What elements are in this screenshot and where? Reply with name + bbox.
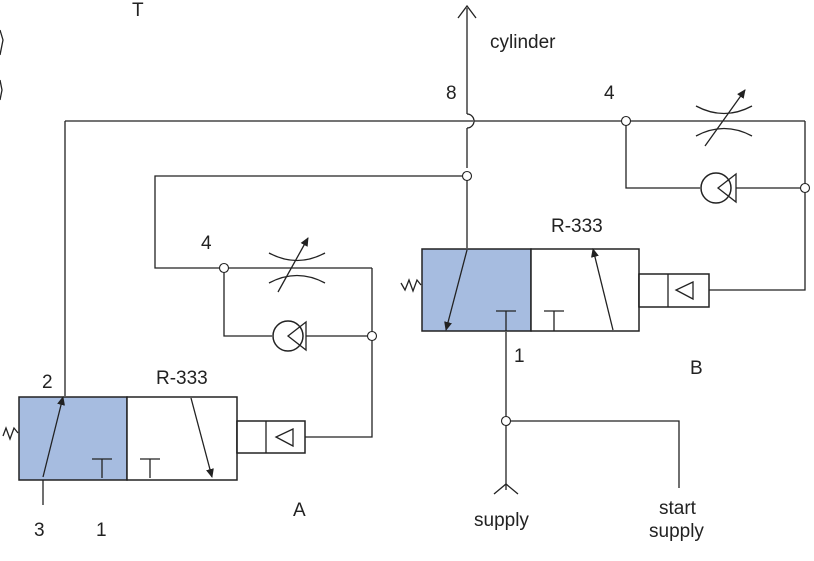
- valve-a-model-label: R-333: [156, 368, 208, 389]
- start-supply-label-line2: supply: [649, 521, 704, 542]
- valve-b: [400, 248, 710, 332]
- pipe-lines: [42, 4, 806, 505]
- valve-b-name-label: B: [690, 358, 703, 379]
- flow-control-left: [268, 237, 326, 352]
- supply-label: supply: [474, 510, 529, 531]
- valve-b-model-label: R-333: [551, 216, 603, 237]
- top-port-label: T: [132, 0, 144, 21]
- supply-symbol: [493, 483, 519, 495]
- valve-a-port-2-label: 2: [42, 372, 53, 393]
- start-supply-label-line1: start: [659, 498, 697, 519]
- cylinder-label: cylinder: [490, 32, 556, 53]
- valve-a: [2, 396, 306, 481]
- edge-marks: [0, 29, 4, 101]
- labels: T cylinder 8 4 R-333 4 1 B 2 R-333 A 3 1…: [34, 0, 704, 542]
- valve-b-flow-port-label: 4: [604, 83, 615, 104]
- junction-dots: [218, 115, 811, 427]
- valve-a-active-envelope: [18, 396, 128, 481]
- valve-a-port-1-label: 1: [96, 520, 107, 541]
- port-8-label: 8: [446, 83, 457, 104]
- valve-b-pilot: [638, 273, 710, 308]
- valve-a-pilot: [236, 420, 306, 454]
- valve-b-port-1-label: 1: [514, 346, 525, 367]
- valve-a-port-3-label: 3: [34, 520, 45, 541]
- valve-a-flow-port-label: 4: [201, 233, 212, 254]
- flow-control-right: [695, 89, 753, 204]
- valve-a-passive-envelope: [126, 396, 238, 481]
- valve-b-active-envelope: [421, 248, 532, 332]
- valve-b-passive-envelope: [530, 248, 640, 332]
- valve-a-name-label: A: [293, 500, 306, 521]
